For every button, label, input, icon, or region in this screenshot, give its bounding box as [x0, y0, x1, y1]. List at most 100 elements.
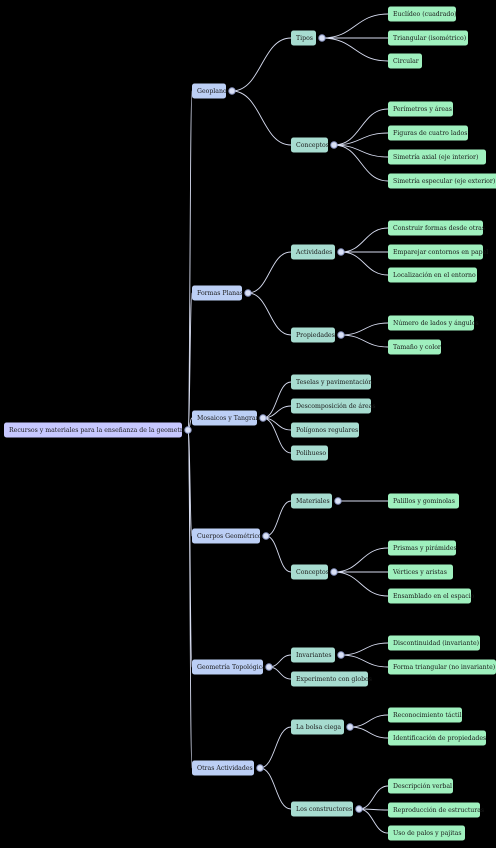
node-experimento-con-globos[interactable]: Experimento con globos [291, 671, 372, 687]
node-label: Reconocimiento táctil [393, 712, 461, 719]
node-euclideo-cuadrado[interactable]: Euclídeo (cuadrado) [388, 6, 457, 22]
node-box [291, 374, 371, 390]
node-label: Tamaño y color [393, 344, 441, 351]
node-box [291, 244, 335, 260]
node-cuerpos-geometricos[interactable]: Cuerpos Geométricos [192, 528, 265, 544]
connector-edge [333, 571, 389, 597]
connector-edge [333, 144, 389, 182]
node-box [291, 719, 344, 735]
node-los-constructores[interactable]: Los constructores [291, 801, 353, 817]
connector-edge [262, 417, 292, 454]
node-reproduccion-de-estructuras[interactable]: Reproducción de estructuras [388, 802, 484, 818]
node-forma-triangular-no-invariante[interactable]: Forma triangular (no invariante) [388, 659, 496, 675]
collapse-toggle-dot[interactable] [334, 497, 342, 505]
node-numero-de-lados-y-angulos[interactable]: Número de lados y ángulos [388, 315, 479, 331]
node-reconocimiento-tactil[interactable]: Reconocimiento táctil [388, 707, 462, 723]
node-box [192, 760, 254, 776]
collapse-toggle-dot[interactable] [346, 723, 354, 731]
collapse-toggle-dot[interactable] [337, 651, 345, 659]
node-mosaicos-y-tangram[interactable]: Mosaicos y Tangram [192, 410, 262, 426]
node-circular[interactable]: Circular [388, 53, 422, 69]
node-teselas-y-pavimentacion[interactable]: Teselas y pavimentación [291, 374, 372, 390]
node-descomposicion-de-areas[interactable]: Descomposición de áreas [291, 398, 376, 414]
node-simetria-especular-eje-exterior[interactable]: Simetría especular (eje exterior) [388, 173, 496, 189]
node-perimetros-y-areas[interactable]: Perímetros y áreas [388, 101, 453, 117]
connector-edge [259, 767, 292, 810]
connector-edge [259, 726, 292, 769]
node-discontinuidad-invariante[interactable]: Discontinuidad (invariante) [388, 635, 480, 651]
node-label: Polihueso [296, 450, 326, 457]
node-label: Perímetros y áreas [393, 106, 452, 113]
node-otras-actividades[interactable]: Otras Actividades [192, 760, 254, 776]
node-label: La bolsa ciega [296, 724, 341, 731]
node-invariantes[interactable]: Invariantes [291, 647, 335, 663]
node-prismas-y-piramides[interactable]: Prismas y pirámides [388, 540, 457, 556]
node-palillos-y-gominolas[interactable]: Palillos y gominolas [388, 493, 459, 509]
node-recursos-y-materiales-para-la-ensenanza-de-la-geometria[interactable]: Recursos y materiales para la enseñanza … [4, 422, 189, 438]
node-label: Otras Actividades [197, 765, 253, 772]
node-triangular-isometrico[interactable]: Triangular (isométrico) [388, 30, 468, 46]
node-label: Palillos y gominolas [393, 498, 455, 505]
connector-edge [333, 547, 389, 573]
collapse-toggle-dot[interactable] [330, 568, 338, 576]
collapse-toggle-dot[interactable] [337, 248, 345, 256]
node-label: Recursos y materiales para la enseñanza … [9, 427, 189, 434]
node-box [388, 149, 486, 165]
collapse-toggle-dot[interactable] [256, 764, 264, 772]
node-descripcion-verbal[interactable]: Descripción verbal [388, 778, 453, 794]
collapse-toggle-dot[interactable] [259, 414, 267, 422]
collapse-toggle-dot[interactable] [265, 663, 273, 671]
node-formas-planas[interactable]: Formas Planas [192, 285, 243, 301]
node-geometria-topologica[interactable]: Geometría Topológica [192, 659, 266, 675]
node-label: Figuras de cuatro lados [393, 130, 467, 137]
node-label: Actividades [295, 249, 332, 256]
connector-edge [247, 292, 292, 336]
node-box [388, 564, 453, 580]
node-tipos[interactable]: Tipos [291, 30, 316, 46]
node-poligonos-regulares[interactable]: Polígonos regulares [291, 422, 359, 438]
node-materiales[interactable]: Materiales [291, 493, 332, 509]
node-label: Emparejar contornos en papel [393, 249, 488, 256]
node-geoplano[interactable]: Geoplano [192, 83, 227, 99]
collapse-toggle-dot[interactable] [337, 331, 345, 339]
node-box [291, 647, 335, 663]
node-ensamblado-en-el-espacio[interactable]: Ensamblado en el espacio [388, 588, 475, 604]
node-label: Construir formas desde otras [393, 225, 485, 232]
node-simetria-axial-eje-interior[interactable]: Simetría axial (eje interior) [388, 149, 486, 165]
connector-edge [358, 808, 389, 834]
node-box [192, 659, 263, 675]
node-box [192, 285, 242, 301]
collapse-toggle-dot[interactable] [355, 805, 363, 813]
node-box [388, 101, 453, 117]
connector-edge [268, 666, 292, 680]
node-actividades[interactable]: Actividades [291, 244, 335, 260]
node-box [388, 825, 465, 841]
node-propiedades[interactable]: Propiedades [291, 327, 335, 343]
node-emparejar-contornos-en-papel[interactable]: Emparejar contornos en papel [388, 244, 488, 260]
node-label: Teselas y pavimentación [296, 379, 372, 386]
node-label: Conceptos [296, 569, 329, 576]
node-identificacion-de-propiedades[interactable]: Identificación de propiedades [388, 730, 486, 746]
node-label: Forma triangular (no invariante) [393, 664, 495, 671]
node-la-bolsa-ciega[interactable]: La bolsa ciega [291, 719, 344, 735]
collapse-toggle-dot[interactable] [184, 426, 192, 434]
connector-edge [340, 334, 389, 348]
node-conceptos[interactable]: Conceptos [291, 564, 329, 580]
node-tamano-y-color[interactable]: Tamaño y color [388, 339, 441, 355]
node-box [388, 588, 471, 604]
node-uso-de-palos-y-pajitas[interactable]: Uso de palos y pajitas [388, 825, 465, 841]
collapse-toggle-dot[interactable] [262, 532, 270, 540]
node-vertices-y-aristas[interactable]: Vértices y aristas [388, 564, 453, 580]
collapse-toggle-dot[interactable] [244, 289, 252, 297]
connector-edge [231, 90, 292, 146]
node-conceptos[interactable]: Conceptos [291, 137, 329, 153]
node-construir-formas-desde-otras[interactable]: Construir formas desde otras [388, 220, 485, 236]
node-polihueso[interactable]: Polihueso [291, 445, 328, 461]
node-localizacion-en-el-entorno[interactable]: Localización en el entorno [388, 267, 477, 283]
nodes-layer: Recursos y materiales para la enseñanza … [4, 6, 496, 841]
node-box [291, 564, 328, 580]
node-figuras-de-cuatro-lados[interactable]: Figuras de cuatro lados [388, 125, 468, 141]
collapse-toggle-dot[interactable] [330, 141, 338, 149]
collapse-toggle-dot[interactable] [228, 87, 236, 95]
collapse-toggle-dot[interactable] [318, 34, 326, 42]
